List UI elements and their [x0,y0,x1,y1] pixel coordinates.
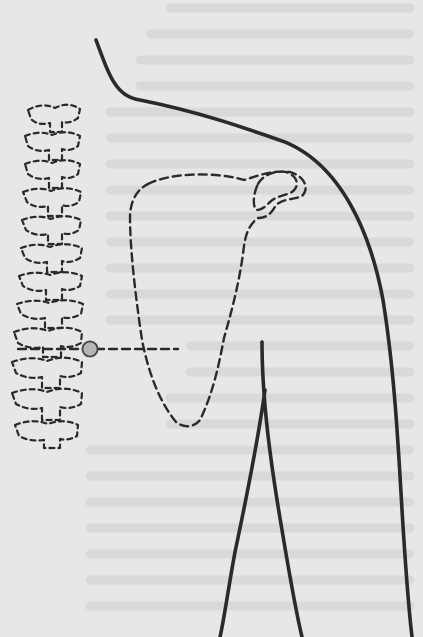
vertebra [28,105,80,132]
spine [12,105,83,448]
vertebra [12,389,82,420]
vertebra [12,358,82,388]
inner-arm-outline [262,342,302,637]
marker-point [83,342,98,357]
neck-shoulder-arm-outline [96,40,412,637]
vertebra [22,216,81,244]
vertebra [15,421,78,448]
vertebra [17,300,83,328]
scapula [130,172,306,427]
vertebra [25,132,80,160]
vertebra [21,244,82,272]
vertebra [25,160,80,188]
vertebra [14,328,82,357]
vertebra [23,188,81,216]
vertebra [19,272,82,300]
